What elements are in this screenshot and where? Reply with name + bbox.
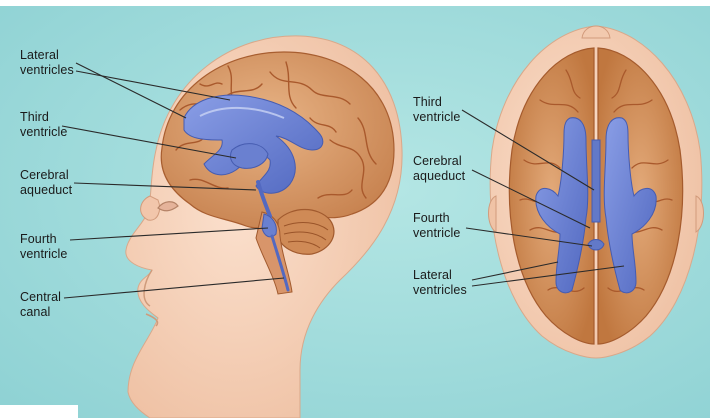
label-central-canal: Central canal xyxy=(20,290,61,319)
label-third-ventricle-left: Third ventricle xyxy=(20,110,67,139)
label-fourth-ventricle-left: Fourth ventricle xyxy=(20,232,67,261)
fourth-ventricle-top xyxy=(588,240,604,251)
white-top-strip xyxy=(0,0,710,6)
label-cerebral-aqueduct-left: Cerebral aqueduct xyxy=(20,168,72,197)
label-lateral-ventricles-left: Lateral ventricles xyxy=(20,48,74,77)
label-third-ventricle-right: Third ventricle xyxy=(413,95,460,124)
top-view-head xyxy=(489,26,704,358)
white-corner-box xyxy=(0,405,78,418)
label-fourth-ventricle-right: Fourth ventricle xyxy=(413,211,460,240)
third-ventricle-top xyxy=(592,140,600,222)
label-cerebral-aqueduct-right: Cerebral aqueduct xyxy=(413,154,465,183)
label-lateral-ventricles-right: Lateral ventricles xyxy=(413,268,467,297)
